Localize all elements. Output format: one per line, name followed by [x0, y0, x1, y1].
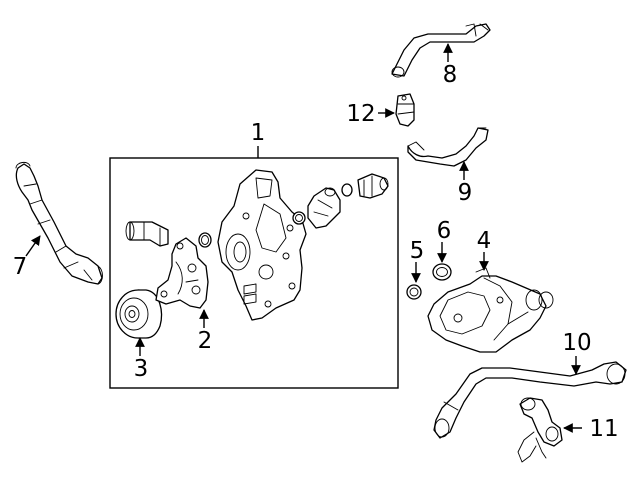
callout-9: 9 — [458, 180, 473, 206]
callout-7: 7 — [13, 254, 28, 280]
callout-5: 5 — [410, 238, 425, 264]
part-1-thermostat-fitting[interactable] — [307, 187, 341, 229]
part-4-pump-assembly[interactable] — [427, 267, 554, 353]
part-1-o-ring-2[interactable] — [292, 211, 306, 225]
callout-11: 11 — [589, 416, 618, 442]
part-1-elbow-fitting[interactable] — [125, 221, 169, 247]
callout-8: 8 — [443, 62, 458, 88]
part-6-gasket[interactable] — [432, 263, 452, 281]
assembly-frame — [109, 157, 399, 389]
part-5-o-ring[interactable] — [406, 284, 422, 300]
leader-lines — [25, 43, 582, 433]
part-1-small-o-ring[interactable] — [341, 183, 353, 197]
part-3-pulley[interactable] — [115, 289, 163, 339]
part-8-coolant-hose[interactable] — [391, 23, 491, 78]
part-10-coolant-pipe[interactable] — [433, 361, 627, 439]
callout-6: 6 — [437, 218, 452, 244]
callout-2: 2 — [198, 328, 213, 354]
part-12-sensor[interactable] — [395, 93, 415, 127]
callout-4: 4 — [477, 228, 492, 254]
part-2-pump-housing[interactable] — [155, 237, 209, 309]
part-11-hose-sensor[interactable] — [517, 397, 563, 463]
part-7-coolant-pipe[interactable] — [15, 161, 103, 285]
callout-10: 10 — [562, 330, 591, 356]
part-9-coolant-pipe[interactable] — [407, 127, 489, 167]
part-1-outlet-fitting[interactable] — [357, 173, 389, 199]
part-1-main-housing[interactable] — [217, 169, 307, 321]
callout-1: 1 — [251, 120, 266, 146]
part-1-o-ring[interactable] — [198, 232, 212, 248]
callout-12: 12 — [346, 101, 375, 127]
callout-labels: 1 2 3 4 5 6 7 8 9 10 11 12 — [13, 62, 619, 442]
callout-3: 3 — [134, 356, 149, 382]
